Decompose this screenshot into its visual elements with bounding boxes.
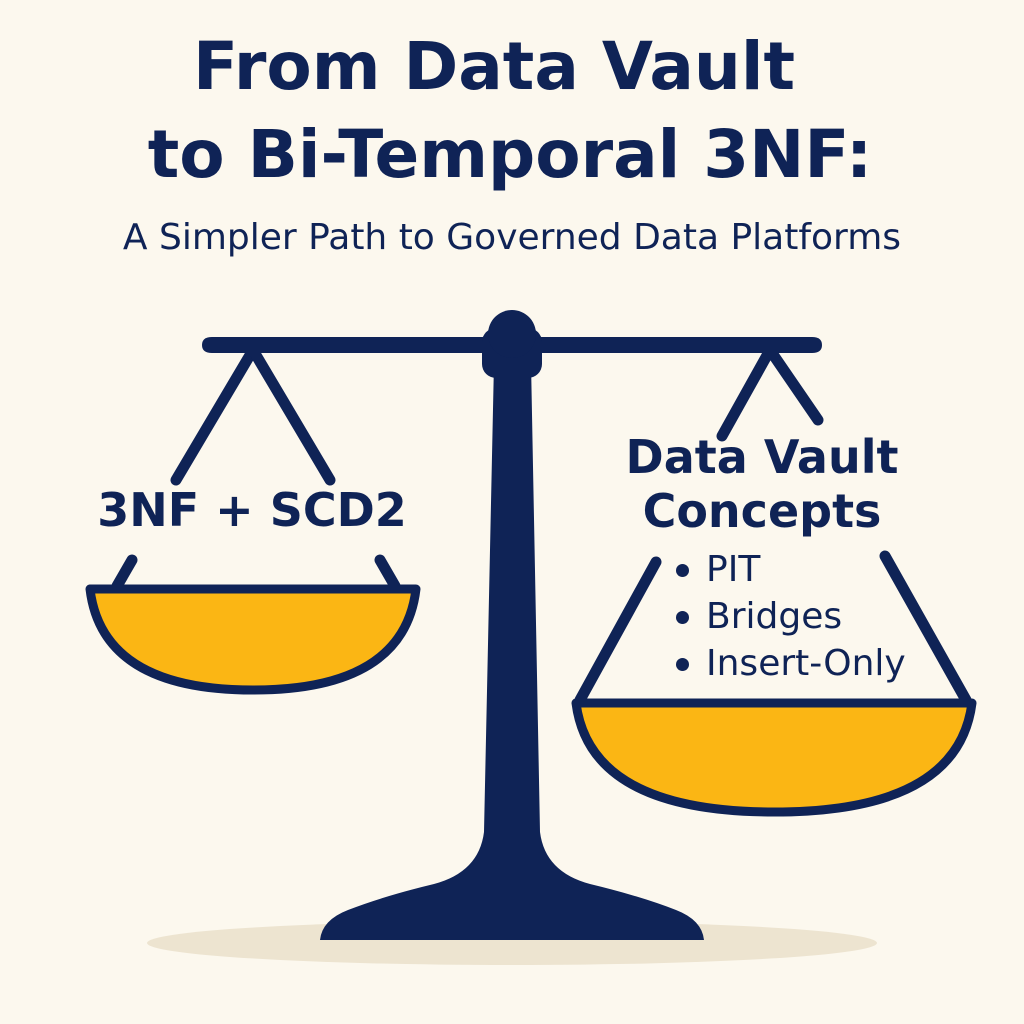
right-pan-strings <box>574 344 972 706</box>
bullet-icon <box>676 611 689 624</box>
bullet-icon <box>676 658 689 671</box>
list-item: Bridges <box>672 593 906 640</box>
right-pan-heading-line-1: Data Vault <box>625 430 899 484</box>
list-item-label: Bridges <box>706 596 843 637</box>
right-pan-list: PIT Bridges Insert-Only <box>672 546 906 687</box>
bullet-icon <box>676 564 689 577</box>
list-item-label: Insert-Only <box>706 643 906 684</box>
subtitle: A Simpler Path to Governed Data Platform… <box>122 217 902 258</box>
left-pan-label: 3NF + SCD2 <box>97 483 407 537</box>
list-item: Insert-Only <box>672 640 906 687</box>
list-item-label: PIT <box>706 549 761 590</box>
left-pan-strings <box>111 344 401 592</box>
right-pan <box>571 698 977 817</box>
right-pan-heading: Data Vault Concepts <box>612 430 912 538</box>
scale-top-knob <box>488 310 536 358</box>
left-pan <box>85 584 421 695</box>
right-pan-heading-line-2: Concepts <box>642 484 882 538</box>
title-line-2: to Bi-Temporal 3NF: <box>147 116 873 193</box>
list-item: PIT <box>672 546 906 593</box>
scale-pillar <box>320 362 704 940</box>
title-line-1: From Data Vault <box>192 28 796 105</box>
